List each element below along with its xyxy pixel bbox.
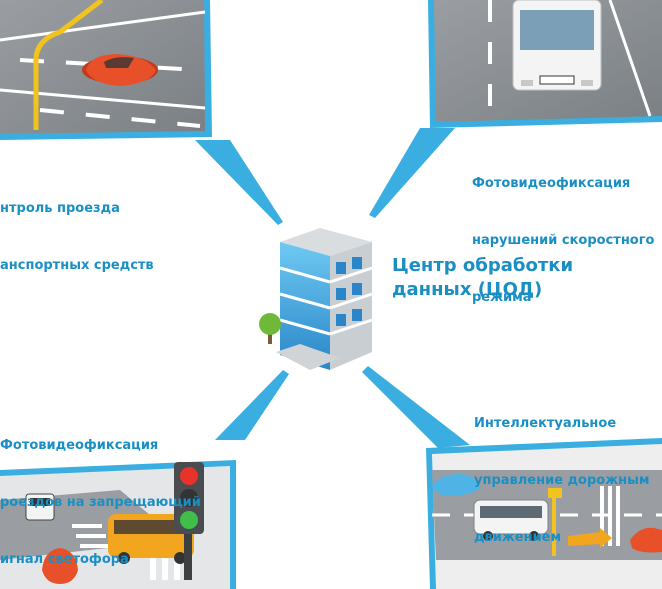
- label-line: Фотовидеофиксация: [0, 436, 201, 455]
- label-traffic-management: Интеллектуальное управление дорожным дви…: [474, 376, 650, 566]
- label-line: роездов на запрещающий: [0, 493, 201, 512]
- label-line: режима: [472, 288, 654, 307]
- label-line: нарушений скоростного: [472, 231, 654, 250]
- label-line: управление дорожным: [474, 471, 650, 490]
- connector-top-right: [369, 128, 455, 218]
- connector-bottom-left: [215, 370, 289, 440]
- connector-top-left: [195, 140, 283, 225]
- label-line: Фотовидеофиксация: [472, 174, 654, 193]
- scene-speed-violations: [428, 0, 662, 128]
- label-line: анспортных средств: [0, 256, 154, 275]
- label-speed-violations: Фотовидеофиксация нарушений скоростного …: [472, 136, 654, 326]
- label-line: нтроль проезда: [0, 199, 154, 218]
- label-red-light: Фотовидеофиксация роездов на запрещающий…: [0, 398, 201, 588]
- tree-icon: [259, 313, 281, 344]
- label-line: движением: [474, 528, 650, 547]
- label-vehicle-control: нтроль проезда анспортных средств: [0, 161, 154, 294]
- data-center-building-icon: [259, 228, 372, 370]
- connector-bottom-right: [362, 366, 470, 448]
- scene-vehicle-control: [0, 0, 212, 140]
- white-bus: [513, 0, 601, 90]
- label-line: игнал светофора: [0, 550, 201, 569]
- label-line: Интеллектуальное: [474, 414, 650, 433]
